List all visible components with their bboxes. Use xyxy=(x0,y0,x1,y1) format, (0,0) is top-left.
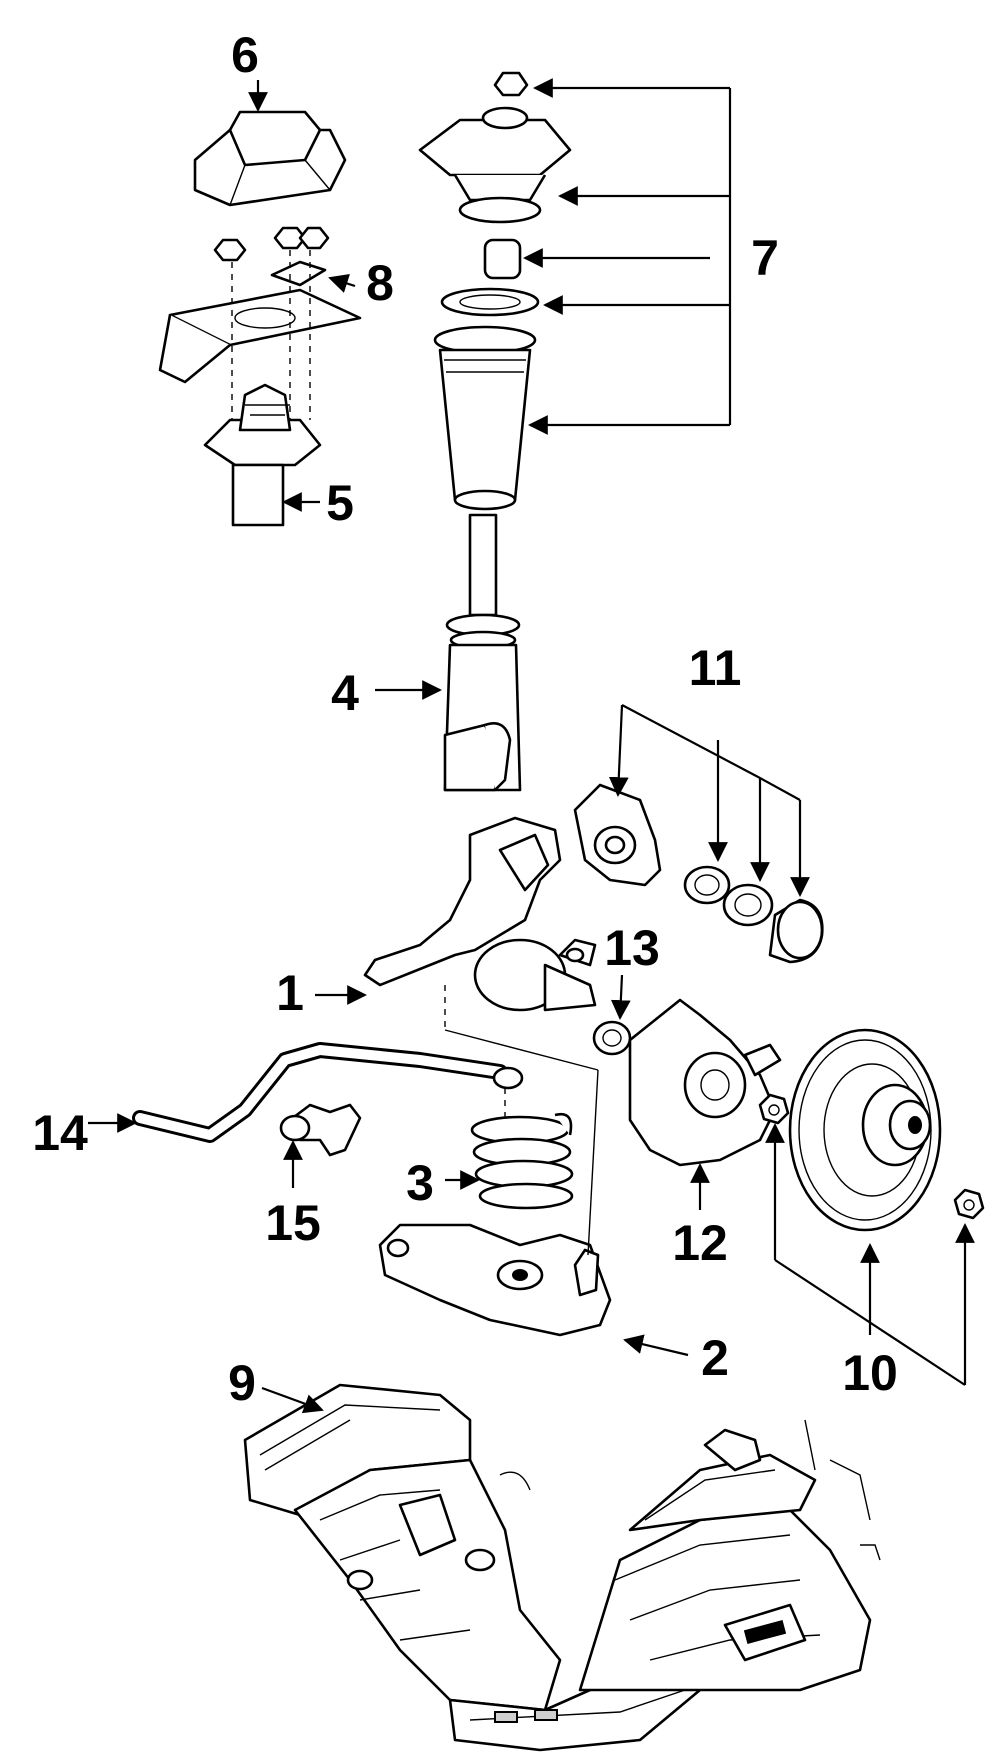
callout-5: 5 xyxy=(326,475,354,531)
callout-13: 13 xyxy=(604,920,660,976)
stabilizer-bar: 14 xyxy=(32,1042,524,1161)
callout-1: 1 xyxy=(276,965,304,1021)
callout-4: 4 xyxy=(331,665,359,721)
upper-mount: 5 xyxy=(203,383,354,531)
callout-7: 7 xyxy=(751,230,779,286)
callout-8: 8 xyxy=(366,255,394,311)
callout-12: 12 xyxy=(672,1215,728,1271)
callout-13-arrow xyxy=(610,974,631,1020)
callout-6: 6 xyxy=(231,27,259,83)
steering-knuckle: 1 xyxy=(276,816,597,1021)
strut-top-assembly: 7 xyxy=(418,71,779,511)
callout-8-arrow xyxy=(328,274,356,293)
callout-9: 9 xyxy=(228,1355,256,1411)
callout-10: 10 xyxy=(842,1345,898,1401)
coil-spring: 3 xyxy=(406,1112,574,1211)
caliper-kit: 11 xyxy=(573,640,824,964)
callout-3: 3 xyxy=(406,1155,434,1211)
strut-cover: 6 xyxy=(193,27,347,207)
stabilizer-bushing: 15 xyxy=(265,1103,362,1251)
callout-15: 15 xyxy=(265,1195,321,1251)
crossmember: 9 xyxy=(228,1355,881,1752)
callout-14: 14 xyxy=(32,1105,88,1161)
strut: 4 xyxy=(331,513,522,792)
mounting-bracket xyxy=(158,250,362,420)
callout-2: 2 xyxy=(701,1330,729,1386)
hub-seal: 13 xyxy=(592,920,660,1056)
splash-shield: 12 xyxy=(628,998,782,1271)
lower-control-arm: 2 xyxy=(378,985,729,1386)
callout-11: 11 xyxy=(689,640,742,696)
callout-9-arrow xyxy=(261,1386,324,1414)
brake-rotor: 10 xyxy=(758,1028,985,1401)
callout-2-arrow xyxy=(623,1334,689,1357)
